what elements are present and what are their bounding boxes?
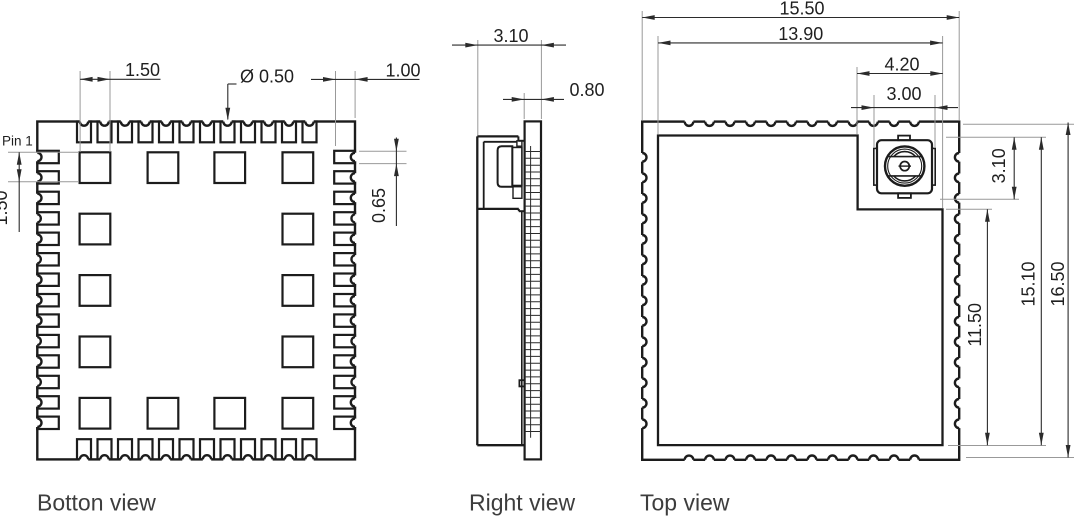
svg-text:Pin 1: Pin 1 xyxy=(2,134,33,149)
svg-text:0.80: 0.80 xyxy=(569,80,604,100)
svg-text:3.10: 3.10 xyxy=(493,26,528,46)
svg-text:1.00: 1.00 xyxy=(385,60,420,80)
svg-text:16.50: 16.50 xyxy=(1048,261,1068,306)
svg-text:1.50: 1.50 xyxy=(0,190,11,225)
svg-text:11.50: 11.50 xyxy=(965,303,985,347)
svg-text:15.50: 15.50 xyxy=(779,0,824,18)
svg-text:3.10: 3.10 xyxy=(989,148,1009,183)
svg-text:0.65: 0.65 xyxy=(369,188,389,223)
svg-text:15.10: 15.10 xyxy=(1018,261,1038,306)
svg-text:4.20: 4.20 xyxy=(884,54,919,74)
svg-text:Ø 0.50: Ø 0.50 xyxy=(240,66,294,86)
svg-text:Botton view: Botton view xyxy=(37,490,156,516)
svg-text:13.90: 13.90 xyxy=(778,24,823,44)
svg-text:Right view: Right view xyxy=(469,490,575,516)
svg-text:3.00: 3.00 xyxy=(886,84,921,104)
svg-text:Top view: Top view xyxy=(640,490,730,516)
svg-text:1.50: 1.50 xyxy=(125,60,160,80)
